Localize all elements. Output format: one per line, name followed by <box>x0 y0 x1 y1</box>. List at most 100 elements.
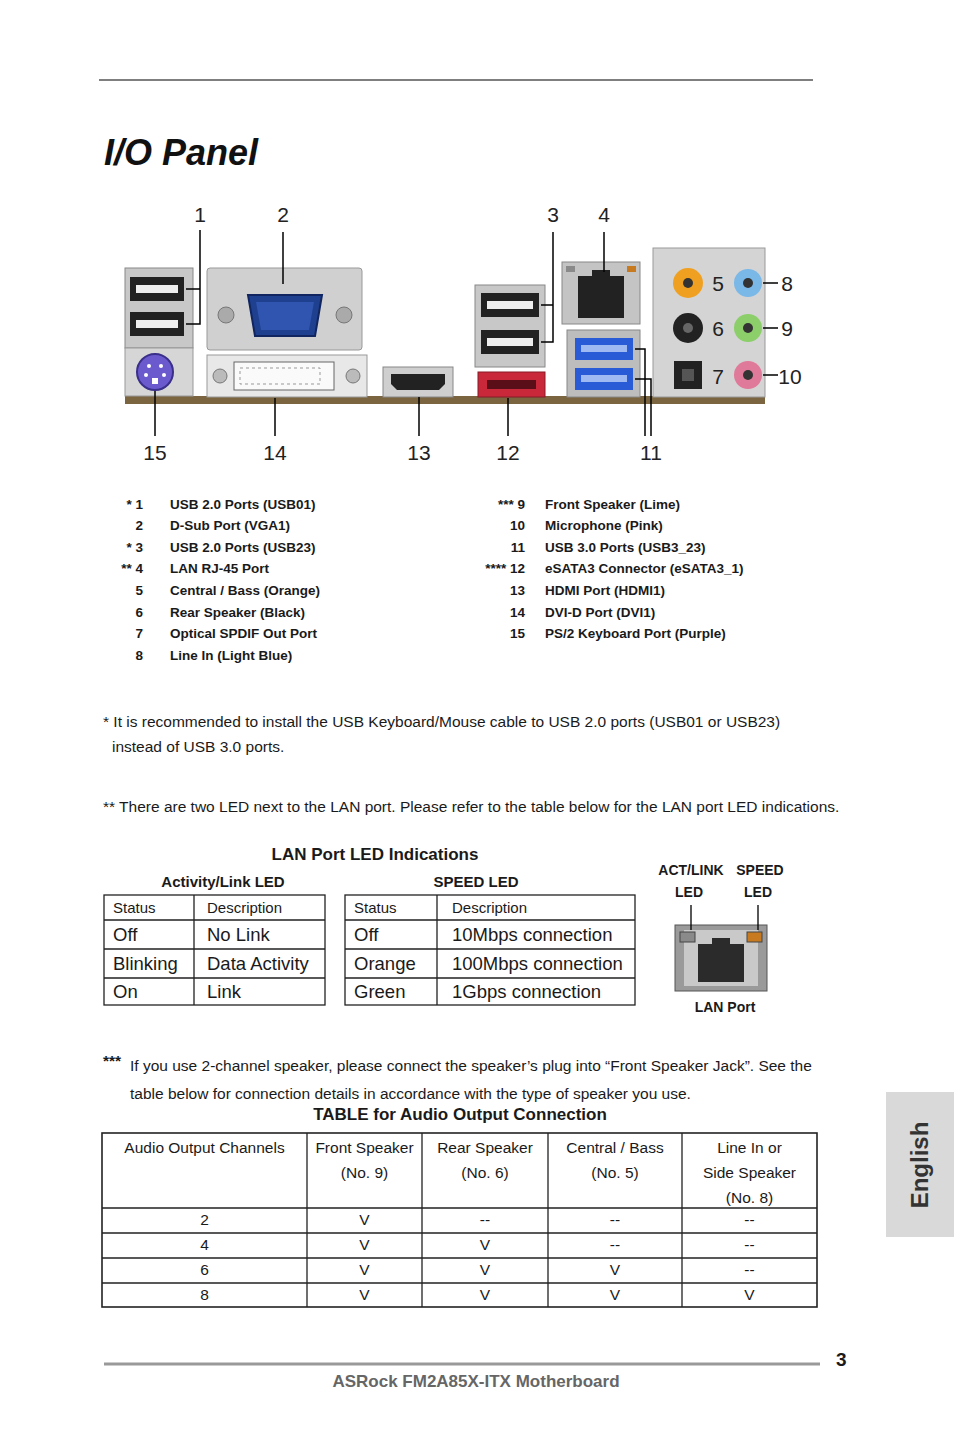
dvi-port <box>240 368 320 384</box>
usb-ports-left <box>130 277 184 301</box>
port-name: Central / Bass (Orange) <box>170 583 320 599</box>
usb3-ports <box>581 345 627 352</box>
vga-port <box>207 268 362 350</box>
hdmi-port <box>383 367 453 397</box>
ps2-port <box>144 373 148 377</box>
audio-jacks <box>682 369 694 381</box>
table-cell: V <box>480 1286 490 1305</box>
callout-number: 7 <box>712 364 724 389</box>
usb-ports-middle <box>487 301 533 309</box>
table-cell: V <box>359 1261 369 1280</box>
audio-jacks <box>673 313 703 343</box>
lan-port-picture <box>680 932 695 942</box>
usb-ports-left <box>125 268 193 348</box>
list-marker: 11 <box>511 540 525 556</box>
table-title: SPEED LED <box>433 873 518 891</box>
vga-port <box>248 295 322 336</box>
list-marker: 6 <box>135 605 143 621</box>
led-label: SPEED <box>736 862 783 879</box>
footer-text: ASRock FM2A85X-ITX Motherboard <box>332 1372 619 1392</box>
port-name: Front Speaker (Lime) <box>545 497 680 513</box>
lan-port-picture <box>747 932 762 942</box>
note-text: * It is recommended to install the USB K… <box>103 709 802 759</box>
lan-port-picture <box>712 938 730 946</box>
list-marker: ** 4 <box>121 561 143 577</box>
lan-port <box>578 276 624 318</box>
table-cell: 8 <box>200 1286 209 1305</box>
audio-jacks <box>734 314 762 342</box>
usb-ports-left <box>136 320 178 328</box>
table-cell: Orange <box>354 953 416 975</box>
leader-lines <box>507 398 509 436</box>
leader-lines <box>154 391 156 436</box>
usb-ports-left <box>125 268 193 348</box>
callout-number: 9 <box>781 316 793 341</box>
audio-jacks <box>683 278 693 288</box>
table-cell: Status <box>354 899 397 917</box>
leader-lines <box>282 232 284 284</box>
dvi-port <box>207 355 367 397</box>
dvi-port <box>213 369 227 383</box>
leader-lines <box>541 232 553 342</box>
leader-lines <box>763 283 778 375</box>
leader-lines <box>155 230 778 436</box>
audio-jacks <box>743 278 753 288</box>
list-marker: 14 <box>510 605 525 621</box>
table-cell: On <box>113 981 138 1003</box>
callout-number: 1 <box>194 202 206 227</box>
table-cell: Description <box>207 899 282 917</box>
vga-port <box>256 302 314 330</box>
usb3-ports <box>567 330 640 397</box>
rule-line <box>99 79 813 81</box>
ps2-port <box>125 348 193 396</box>
table-cell: Blinking <box>113 953 178 975</box>
audio-jacks <box>673 268 703 298</box>
table-cell: Status <box>113 899 156 917</box>
table-cell: -- <box>744 1236 754 1255</box>
callout-number: 11 <box>640 440 662 465</box>
usb3-ports <box>575 368 633 390</box>
table-cell: Description <box>452 899 527 917</box>
table-header: Line In or Side Speaker (No. 8) <box>702 1135 798 1210</box>
audio-jacks <box>683 323 693 333</box>
table-cell: 2 <box>200 1211 209 1230</box>
list-marker: 7 <box>135 626 143 642</box>
table-title: Activity/Link LED <box>161 873 284 891</box>
list-marker: 13 <box>510 583 525 599</box>
callout-number: 8 <box>781 271 793 296</box>
usb-ports-middle <box>481 293 539 317</box>
port-name: eSATA3 Connector (eSATA3_1) <box>545 561 744 577</box>
table-cell: 1Gbps connection <box>452 981 601 1003</box>
io-panel-illustration <box>125 248 765 404</box>
ps2-port <box>137 354 173 390</box>
usb-ports-left <box>130 312 184 336</box>
table-cell: -- <box>480 1211 490 1230</box>
table-cell: -- <box>744 1261 754 1280</box>
table-cell: Link <box>207 981 241 1003</box>
led-label: LED <box>744 884 772 901</box>
table-grid <box>104 895 325 1005</box>
port-name: DVI-D Port (DVI1) <box>545 605 655 621</box>
table-cell: No Link <box>207 924 270 946</box>
port-name: PS/2 Keyboard Port (Purple) <box>545 626 726 642</box>
lan-port-picture <box>691 905 758 930</box>
vga-port <box>336 307 352 323</box>
table-cell: V <box>480 1261 490 1280</box>
list-marker: * 3 <box>126 540 143 556</box>
usb3-ports <box>575 338 633 360</box>
list-marker: *** 9 <box>498 497 525 513</box>
audio-jacks <box>674 361 702 389</box>
lan-port <box>562 262 640 324</box>
ps2-port <box>162 373 166 377</box>
table-header: Front Speaker (No. 9) <box>310 1135 420 1185</box>
table-cell: -- <box>744 1211 754 1230</box>
lan-port-picture <box>675 905 767 991</box>
leader-lines <box>603 232 605 272</box>
note-marker: *** <box>103 1052 121 1071</box>
audio-jacks <box>734 361 762 389</box>
hdmi-port <box>391 374 445 390</box>
callout-number: 6 <box>712 316 724 341</box>
table-cell: Off <box>113 924 137 946</box>
list-marker: 10 <box>510 518 525 534</box>
port-name: D-Sub Port (VGA1) <box>170 518 290 534</box>
